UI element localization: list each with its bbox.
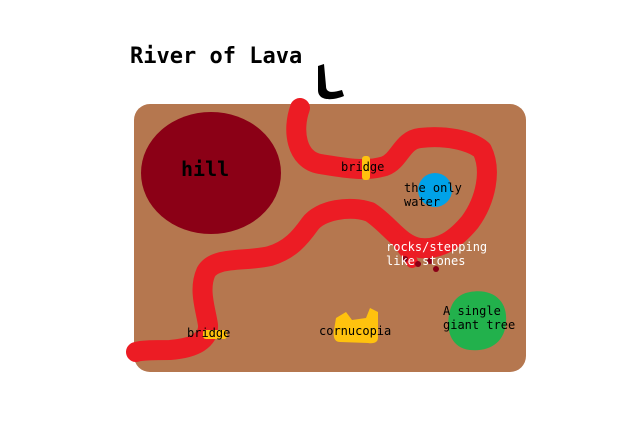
label-bridge-top: bridge bbox=[341, 160, 385, 174]
label-bridge-bottom: bridge bbox=[187, 326, 231, 340]
label-tree: A single giant tree bbox=[443, 304, 516, 332]
water-pond bbox=[418, 173, 452, 207]
label-hill: hill bbox=[181, 157, 230, 181]
cornucopia-shape bbox=[333, 308, 378, 344]
label-rocks: rocks/stepping like stones bbox=[386, 240, 488, 268]
bridge-top-mark bbox=[362, 156, 370, 180]
bridge-bottom-mark bbox=[203, 330, 227, 339]
stepping-stones bbox=[402, 256, 439, 272]
hill-shape bbox=[141, 112, 281, 234]
giant-tree bbox=[448, 291, 507, 351]
label-water: the only water bbox=[404, 181, 462, 209]
map-title: River of Lava bbox=[130, 44, 303, 69]
label-cornucopia: cornucopia bbox=[319, 324, 392, 338]
arrow-icon bbox=[318, 64, 344, 100]
lava-river-branch bbox=[366, 208, 418, 268]
